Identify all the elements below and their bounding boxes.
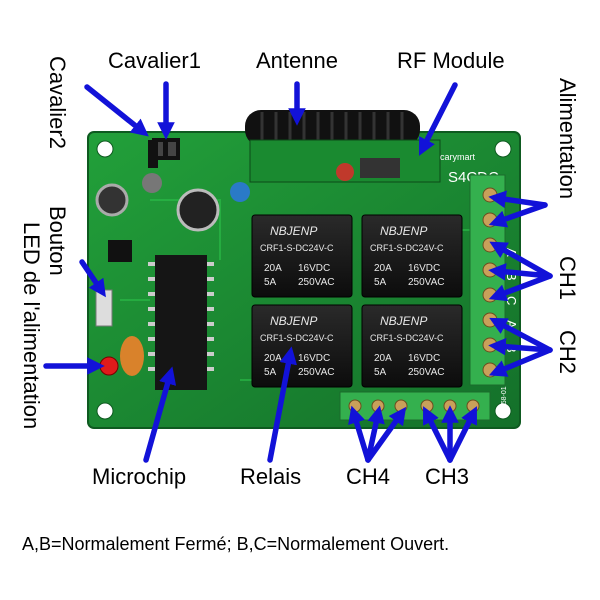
arrow-ch2-2 bbox=[488, 337, 553, 356]
relay-3-relay-rating-v1: 16VDC bbox=[298, 353, 330, 364]
label-ch2: CH2 bbox=[555, 330, 580, 375]
relay-3-relay-rating-a2: 5A bbox=[264, 367, 277, 378]
label-ch1: CH1 bbox=[555, 256, 580, 301]
callout-arrows bbox=[43, 81, 553, 463]
label-rf-module: RF Module bbox=[397, 48, 505, 73]
relay-4-relay-model: CRF1-S-DC24V-C bbox=[370, 333, 444, 343]
arrow-ch2-1 bbox=[489, 317, 553, 353]
arrow-bouton bbox=[79, 259, 106, 298]
relay-2-relay-rating-a2: 5A bbox=[374, 277, 387, 288]
label-relais: Relais bbox=[240, 464, 302, 489]
relay-1-relay-brand: NBJENP bbox=[270, 224, 317, 238]
arrow-rf-module bbox=[419, 82, 458, 156]
arrow-microchip bbox=[143, 366, 177, 463]
label-alimentation: Alimentation bbox=[555, 78, 580, 200]
jumper-1 bbox=[152, 138, 180, 160]
relay-1-relay-rating-a1: 20A bbox=[264, 263, 282, 274]
relay-2-relay-brand: NBJENP bbox=[380, 224, 427, 238]
arrow-ch4-2 bbox=[365, 405, 385, 463]
terminal-block-bottom bbox=[339, 391, 491, 421]
relay-4-relay-rating-v2: 250VAC bbox=[408, 367, 445, 378]
arrow-ch1-1 bbox=[489, 241, 553, 279]
footer-note: A,B=Normalement Fermé; B,C=Normalement O… bbox=[22, 534, 450, 554]
label-ch4: CH4 bbox=[346, 464, 391, 489]
arrow-alimentation-1 bbox=[488, 190, 548, 208]
relay-1: NBJENP CRF1-S-DC24V-C 20A 16VDC 5A 250VAC bbox=[251, 214, 353, 298]
push-button bbox=[95, 289, 113, 327]
small-ic bbox=[108, 240, 132, 262]
label-ch3: CH3 bbox=[425, 464, 470, 489]
arrow-ch2-3 bbox=[488, 347, 553, 377]
relay-4-relay-rating-v1: 16VDC bbox=[408, 353, 440, 364]
relay-1-relay-rating-a2: 5A bbox=[264, 277, 277, 288]
arrow-cavalier2 bbox=[84, 84, 149, 137]
rf-module bbox=[249, 139, 441, 183]
jumper-2 bbox=[148, 140, 158, 168]
arrow-ch4-3 bbox=[365, 406, 407, 463]
relay-3-relay-rating-v2: 250VAC bbox=[298, 367, 335, 378]
terminal-letter-b: B bbox=[504, 272, 519, 281]
microchip bbox=[148, 255, 214, 390]
terminal-letter-c: C bbox=[504, 296, 519, 305]
relay-3-relay-brand: NBJENP bbox=[270, 314, 317, 328]
relay-1-relay-model: CRF1-S-DC24V-C bbox=[260, 243, 334, 253]
relay-2-relay-rating-v2: 250VAC bbox=[408, 277, 445, 288]
label-led-alimentation: LED de l'alimentation bbox=[19, 222, 44, 430]
relay-2-relay-rating-v1: 16VDC bbox=[408, 263, 440, 274]
relay-1-relay-rating-v2: 250VAC bbox=[298, 277, 335, 288]
capacitors bbox=[95, 173, 250, 376]
label-microchip: Microchip bbox=[92, 464, 187, 489]
relay-4-relay-brand: NBJENP bbox=[380, 314, 427, 328]
arrow-ch1-3 bbox=[488, 273, 553, 302]
relay-3-relay-model: CRF1-S-DC24V-C bbox=[260, 333, 334, 343]
label-antenne: Antenne bbox=[256, 48, 338, 73]
label-cavalier1: Cavalier1 bbox=[108, 48, 201, 73]
relay-2-relay-rating-a1: 20A bbox=[374, 263, 392, 274]
arrow-ch3-3 bbox=[447, 406, 477, 463]
serial-text: 1058-01 bbox=[501, 386, 508, 412]
relay-4-relay-rating-a1: 20A bbox=[374, 353, 392, 364]
relay-3: NBJENP CRF1-S-DC24V-C 20A 16VDC 5A 250VAC bbox=[251, 304, 353, 388]
arrow-ch1-2 bbox=[488, 263, 553, 281]
arrow-relais bbox=[267, 346, 297, 463]
terminal-letter-a2: A bbox=[504, 320, 519, 329]
label-bouton: Bouton bbox=[45, 206, 70, 276]
arrow-ch3-1 bbox=[423, 406, 453, 463]
relay-4-relay-rating-a2: 5A bbox=[374, 367, 387, 378]
arrow-alimentation-2 bbox=[488, 202, 548, 228]
brand-text: carymart bbox=[440, 152, 476, 162]
arrow-ch4-1 bbox=[348, 405, 371, 463]
terminal-block-right bbox=[469, 174, 506, 386]
relay-1-relay-rating-v1: 16VDC bbox=[298, 263, 330, 274]
relay-2: NBJENP CRF1-S-DC24V-C 20A 16VDC 5A 250VAC bbox=[361, 214, 463, 298]
label-cavalier2: Cavalier2 bbox=[45, 56, 70, 149]
relay-4: NBJENP CRF1-S-DC24V-C 20A 16VDC 5A 250VAC bbox=[361, 304, 463, 388]
power-led bbox=[99, 356, 119, 376]
relay-3-relay-rating-a1: 20A bbox=[264, 353, 282, 364]
relay-2-relay-model: CRF1-S-DC24V-C bbox=[370, 243, 444, 253]
